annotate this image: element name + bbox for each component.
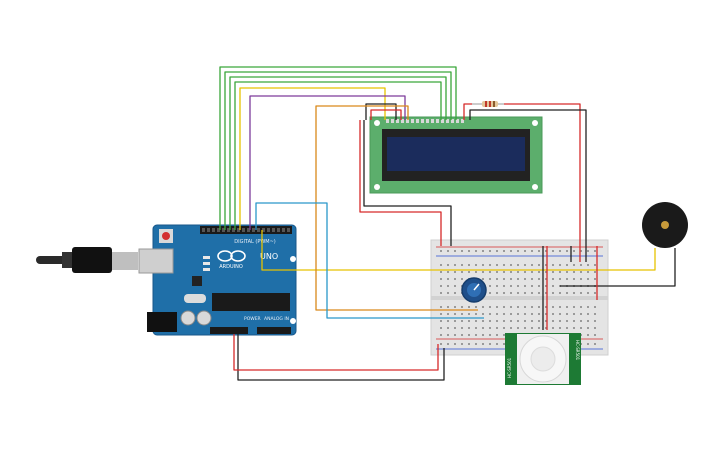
wire-green-3 <box>229 76 447 230</box>
lcd-screen <box>387 137 525 171</box>
wire-black-bb <box>363 120 452 246</box>
pir-label-left: HC-SR501 <box>507 357 512 378</box>
arduino-board[interactable]: DIGITAL (PWM~) ARDUINO UNO POWER ANALOG … <box>138 224 297 336</box>
atmega-chip <box>212 293 290 311</box>
analog-label: ANALOG IN <box>264 316 289 322</box>
wire-green-2 <box>224 71 452 230</box>
wire-blue <box>255 202 484 319</box>
wire-black-power <box>237 334 445 381</box>
wire-red-resistor <box>463 103 472 120</box>
pir-label-right: HC-SR501 <box>575 340 580 361</box>
power-jack <box>147 312 177 332</box>
wire-yellow-buzzer <box>261 230 656 271</box>
wire-red-lcd <box>370 109 402 120</box>
arduino-logo-text: ARDUINO <box>219 264 243 270</box>
wire-black-lcd-1 <box>365 103 397 120</box>
wire-black-buzzer <box>560 248 676 287</box>
wire-red-right <box>504 103 581 262</box>
wire-purple <box>249 95 406 230</box>
power-label: POWER <box>244 316 261 322</box>
wire-black-right <box>469 109 587 262</box>
arduino-model: UNO <box>260 252 278 261</box>
usb-jack <box>138 248 174 274</box>
wire-red-power <box>233 334 439 371</box>
piezo-buzzer[interactable] <box>642 202 688 248</box>
wire-red-bb <box>359 120 442 246</box>
lcd-display <box>369 116 543 194</box>
wire-green-1 <box>219 66 457 230</box>
wires <box>219 66 676 381</box>
pir-sensor[interactable]: HC-SR501 HC-SR501 <box>505 333 581 385</box>
power-header <box>210 327 248 334</box>
digital-label: DIGITAL (PWM~) <box>234 239 276 245</box>
wire-yellow-lcd <box>239 87 386 230</box>
wire-orange-2 <box>315 300 478 311</box>
analog-header <box>257 327 291 334</box>
usb-cable <box>36 247 138 273</box>
digital-header <box>200 226 292 234</box>
potentiometer[interactable] <box>461 277 487 303</box>
resistor <box>472 101 504 107</box>
wire-green-4 <box>234 81 442 230</box>
